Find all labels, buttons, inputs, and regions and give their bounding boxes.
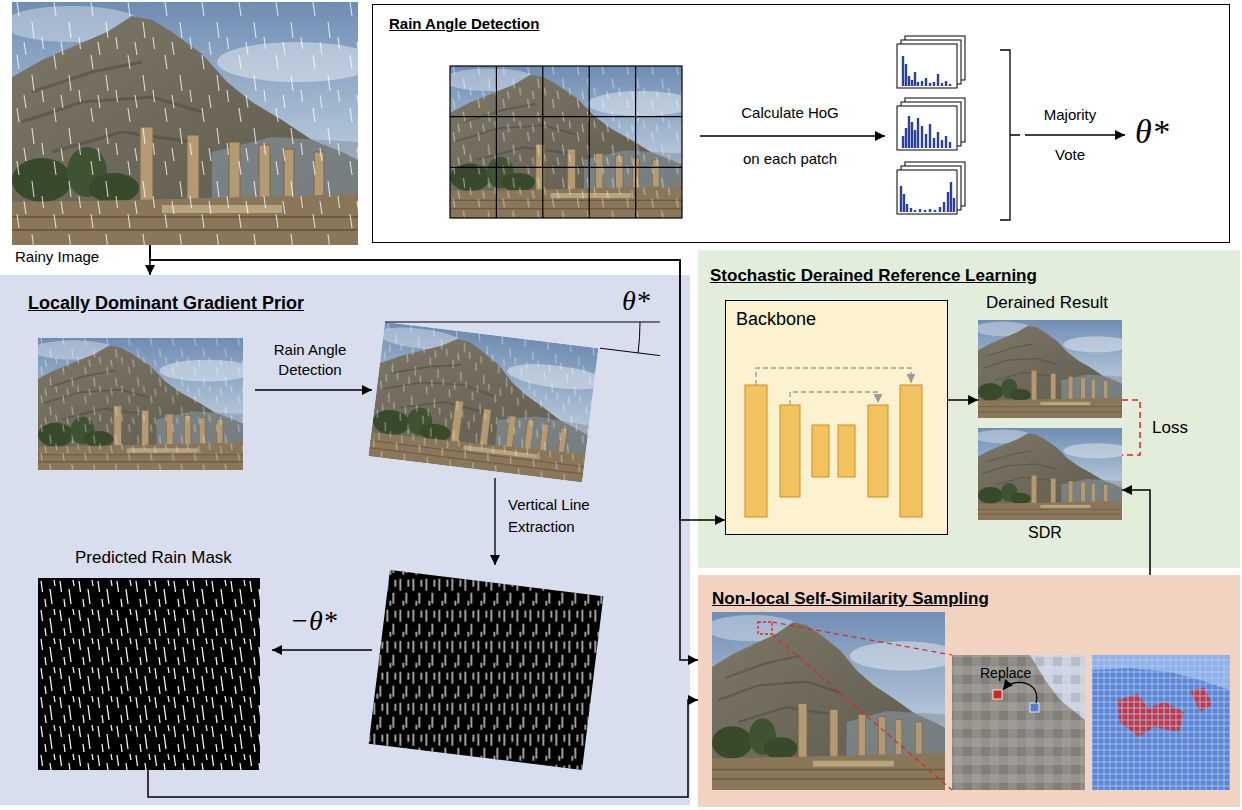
flow-arrow <box>148 700 698 797</box>
similarity-map <box>1092 655 1230 790</box>
image-frame: Predicted Rain Mask <box>38 578 260 770</box>
target-pixel <box>993 690 1002 699</box>
illustration-part <box>905 36 965 80</box>
zoom-box <box>758 622 772 634</box>
patch-grid-thumbnail <box>443 66 694 218</box>
image-frame: Derained Result <box>978 320 1122 418</box>
sdr-photo <box>974 428 1130 520</box>
skip-connection <box>790 392 878 405</box>
angle-lines <box>385 322 660 356</box>
stage-panel: Rain Angle Detection <box>372 4 1230 243</box>
rotated-photo <box>362 321 610 483</box>
rain-mask-streaks <box>38 578 260 770</box>
panel-title: Rain Angle Detection <box>389 15 539 32</box>
panel-title: Locally Dominant Gradient Prior <box>28 293 304 314</box>
illustration-part <box>905 162 965 206</box>
zoom-sky <box>1030 655 1085 720</box>
node-label: Derained Result <box>986 293 1108 313</box>
image-frame: SDR <box>978 428 1122 520</box>
grid-border <box>450 66 682 218</box>
panel-title: Stochastic Derained Reference Learning <box>710 266 1037 286</box>
sampling-photo <box>705 612 958 790</box>
prior-input-photo <box>32 338 254 470</box>
illustration-part <box>901 40 961 84</box>
node-label: Rainy Image <box>15 248 99 265</box>
illustration-part <box>903 116 950 148</box>
replace-arrow <box>1003 682 1037 703</box>
stage-panel: Non-local Self-Similarity Sampling <box>698 575 1240 807</box>
source-pixel <box>1030 703 1039 712</box>
illustration-part <box>903 56 950 86</box>
flow-arrow <box>948 399 978 401</box>
flow-arrow <box>150 245 725 520</box>
illustration-part <box>369 570 604 770</box>
zoom-pixels <box>952 655 1085 790</box>
illustration-part <box>780 405 800 497</box>
loss-bracket <box>1122 400 1140 455</box>
stage-panel: Stochastic Derained Reference LearningBa… <box>698 250 1240 568</box>
zoom-patch <box>952 655 1085 790</box>
flow-arrow <box>1122 490 1150 575</box>
rainy-photo <box>2 2 377 245</box>
rotated-line-mask <box>369 570 604 770</box>
angle-arc <box>638 322 640 353</box>
histogram-stack <box>897 36 965 214</box>
unet-bars <box>745 385 922 517</box>
illustration-part <box>897 44 957 88</box>
rain-mask-image <box>38 578 260 770</box>
flow-arrow <box>150 245 698 660</box>
illustration-part <box>868 405 888 497</box>
grid-lines <box>450 66 682 218</box>
vote-bracket <box>1000 50 1020 220</box>
flow-arrow <box>149 245 151 275</box>
illustration-part <box>897 170 957 214</box>
unrotate-arrow <box>272 649 372 650</box>
illustration-part <box>901 102 961 146</box>
zoom-leaders <box>772 622 952 790</box>
node-label: Predicted Rain Mask <box>75 548 232 568</box>
skip-connection <box>756 368 911 385</box>
illustration-part <box>745 385 767 517</box>
illustration-part <box>901 166 961 210</box>
illustration-part <box>369 570 604 770</box>
rotate-arrow <box>255 389 372 390</box>
histogram-bars <box>901 56 954 212</box>
illustration-part <box>362 321 610 483</box>
vote-arrow <box>1025 134 1125 135</box>
similarity-grid <box>1092 655 1230 790</box>
similarity-light <box>1092 655 1230 690</box>
illustration-part <box>900 385 922 517</box>
extraction-arrow <box>494 478 495 565</box>
illustration-part <box>897 106 957 150</box>
node-label: Backbone <box>736 309 816 330</box>
image-frame: Rainy Image <box>12 2 358 245</box>
derained-photo <box>974 320 1130 418</box>
node-label: SDR <box>1028 524 1062 542</box>
similarity-hotspot <box>1118 688 1212 737</box>
illustration-part <box>905 98 965 142</box>
stage-panel: Locally Dominant Gradient PriorPredicted… <box>0 275 690 805</box>
grid-photo <box>443 66 694 218</box>
panel-title: Non-local Self-Similarity Sampling <box>712 589 989 609</box>
illustration-part <box>812 425 829 477</box>
network-box: Backbone <box>725 300 948 535</box>
illustration-part <box>901 182 954 212</box>
illustration-part <box>838 425 855 477</box>
hog-arrow <box>700 135 885 136</box>
